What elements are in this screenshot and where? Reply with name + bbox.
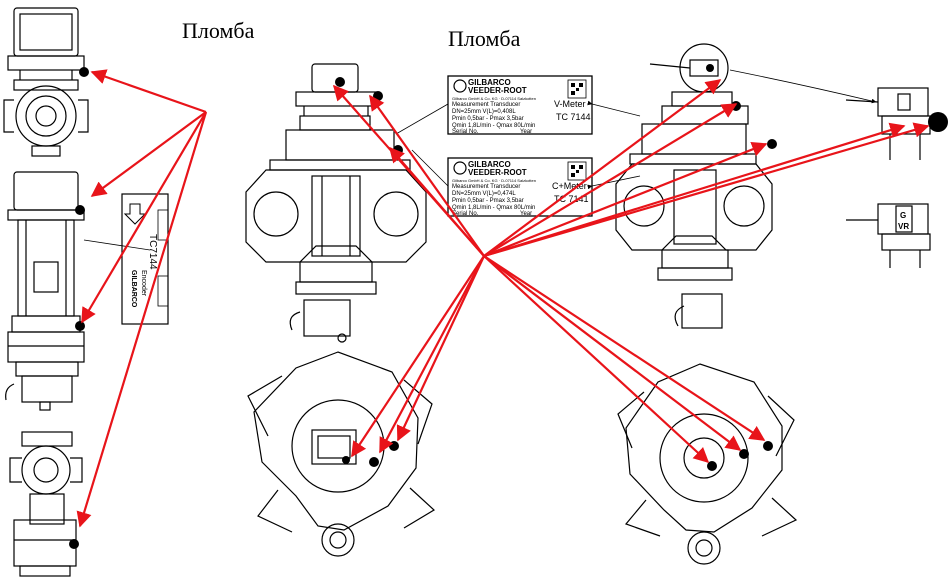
seal-caption-left: Пломба (182, 18, 255, 43)
v-plate-year: Year (520, 129, 532, 135)
v-plate-maker: Gilbarco GmbH & Co. KG · D-07114 Salzkot… (452, 96, 536, 101)
c-plate-name: C+Meter (552, 181, 587, 191)
seal-dot (69, 539, 79, 549)
seal-dot (739, 449, 749, 459)
encoder-label-word: Encoder (140, 270, 147, 297)
v-meter-plate-text: GILBARCO VEEDER-ROOT Gilbarco GmbH & Co.… (452, 78, 591, 135)
encoder-label-brand: GILBARCO (130, 270, 137, 308)
seal-dot (707, 461, 717, 471)
c-plate-brand-bottom: VEEDER-ROOT (468, 168, 527, 177)
small-tag-top: G (900, 211, 906, 220)
c-plate-maker: Gilbarco GmbH & Co. KG · D-07114 Salzkot… (452, 178, 536, 183)
left-meter-side-view (5, 171, 151, 411)
encoder-label-text: TC7144 GILBARCO Encoder (130, 234, 158, 308)
v-plate-type: Measurement Transducer (452, 102, 520, 108)
seal-dots (69, 64, 948, 549)
v-plate-brand-top: GILBARCO (468, 78, 511, 87)
c-plate-spec2: Pmin 0,5bar - Pmax 3,5bar (452, 198, 524, 204)
seal-dot (75, 205, 85, 215)
c-plate-year: Year (520, 211, 532, 217)
seal-dot (767, 139, 777, 149)
right-seal-detail-bottom (846, 203, 931, 268)
seal-dot (369, 457, 379, 467)
v-plate-name: V-Meter (554, 99, 586, 109)
v-plate-spec3: Qmin 1,8L/min - Qmax 80L/min (452, 123, 535, 129)
center-right-meter-front (615, 43, 773, 329)
c-plate-code: TC 7141 (554, 194, 589, 204)
seal-dot (373, 91, 383, 101)
seal-dot (763, 441, 773, 451)
seal-dot (389, 441, 399, 451)
small-tag-text: G VR (898, 211, 909, 231)
v-plate-spec1: DN=25mm V(L)=0,408L (452, 109, 516, 115)
seal-dot (706, 64, 714, 72)
right-seal-detail-top (845, 87, 931, 160)
c-plate-spec1: DN=25mm V(L)=0,474L (452, 191, 516, 197)
encoder-side-label (121, 193, 169, 325)
seal-dot (75, 321, 85, 331)
small-tag-bottom: VR (898, 222, 909, 231)
seal-dot (79, 67, 89, 77)
c-plate-brand-top: GILBARCO (468, 160, 511, 169)
v-plate-spec2: Pmin 0,5bar - Pmax 3,5bar (452, 116, 524, 122)
left-meter-top-view (3, 7, 89, 157)
seal-caption-right: Пломба (448, 26, 521, 51)
seal-dot (335, 77, 345, 87)
v-plate-brand-bottom: VEEDER-ROOT (468, 86, 527, 95)
encoder-label-code: TC7144 (147, 234, 158, 270)
seal-dot (342, 456, 350, 464)
center-left-meter-front (245, 63, 427, 343)
seal-dot (928, 112, 948, 132)
seal-arrows (76, 69, 930, 528)
c-plate-serial: Serial No. (452, 211, 479, 217)
c-plate-type: Measurement Transducer (452, 184, 520, 190)
bottom-right-meter-top-view (617, 363, 798, 565)
c-plate-spec3: Qmin 1,8L/min - Qmax 80L/min (452, 205, 535, 211)
v-plate-code: TC 7144 (556, 112, 591, 122)
bottom-left-meter-top-view (247, 351, 435, 557)
c-meter-plate-text: GILBARCO VEEDER-ROOT Gilbarco GmbH & Co.… (452, 160, 589, 217)
left-meter-bottom-view (9, 431, 83, 577)
v-plate-serial: Serial No. (452, 129, 479, 135)
